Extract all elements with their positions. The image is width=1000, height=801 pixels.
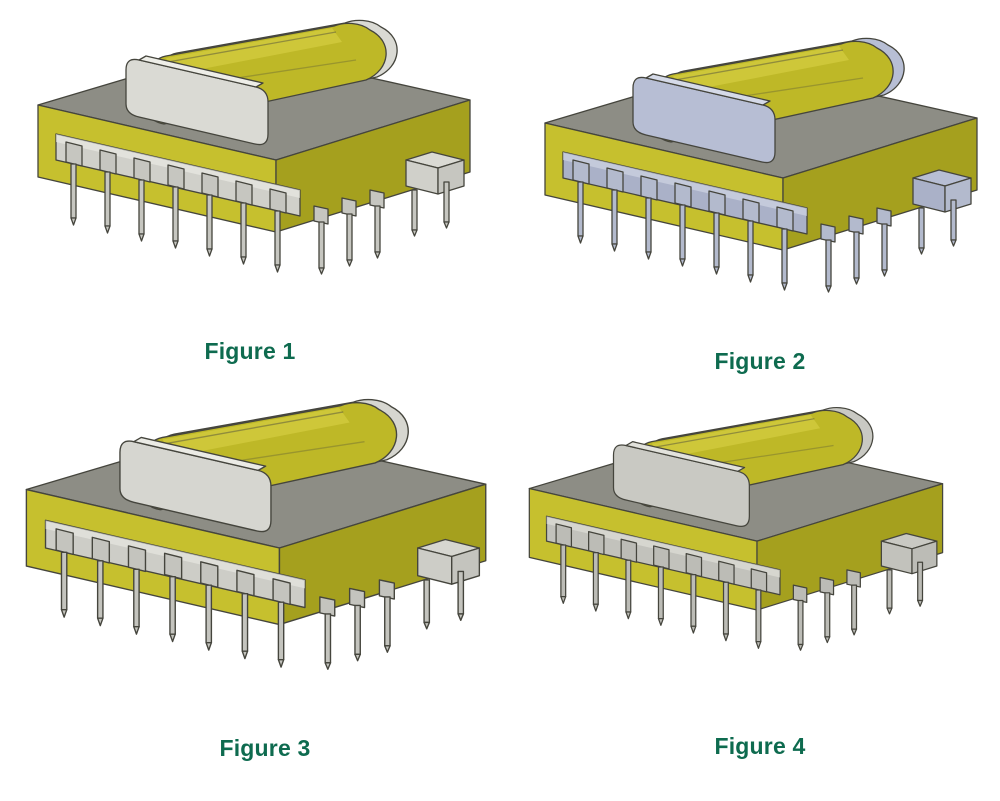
- transformer-illustration-3: [25, 398, 487, 670]
- transformer-illustration-1: [37, 19, 471, 275]
- figure-4-image: [510, 390, 960, 677]
- transformer-illustration-4: [528, 406, 944, 651]
- figure-2-caption: Figure 2: [714, 348, 806, 374]
- figure-2-image: [525, 20, 995, 320]
- figure-3-caption: Figure 3: [219, 735, 311, 761]
- figure-1-caption: Figure 1: [204, 338, 296, 364]
- figure-4-caption: Figure 4: [714, 733, 806, 759]
- figure-3-image: [5, 380, 505, 699]
- transformer-illustration-2: [544, 37, 978, 293]
- figure-1-image: [18, 2, 488, 302]
